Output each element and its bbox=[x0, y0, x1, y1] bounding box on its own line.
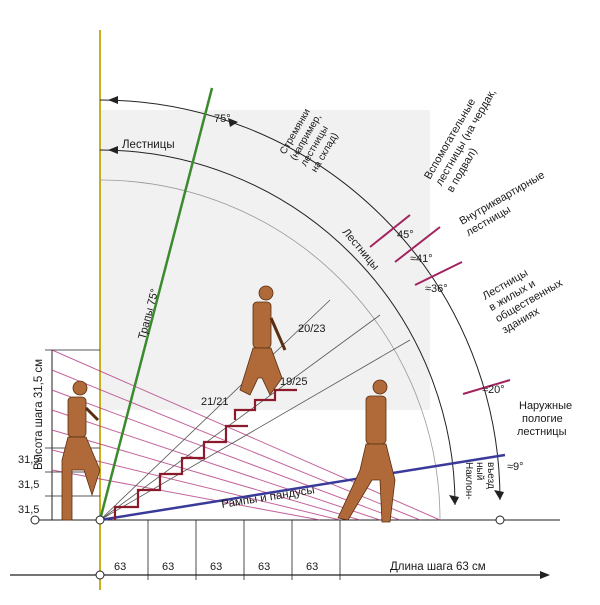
x-tick-label: 63 bbox=[114, 561, 126, 573]
ramps-label: Рампы и пандусы bbox=[221, 484, 316, 511]
arc-arrow-icon bbox=[449, 495, 459, 505]
svg-text:лестницы: лестницы bbox=[517, 426, 567, 438]
svg-text:ный: ный bbox=[474, 462, 485, 480]
ratio-19-25-label: 19/25 bbox=[280, 376, 308, 388]
outdoor-label: Наружные пологие лестницы bbox=[517, 400, 572, 438]
stairs-19-25 bbox=[233, 388, 297, 420]
residential-label: Лестницы в жилых и общественных зданиях bbox=[481, 267, 566, 336]
intra-label: Внутриквартирные лестницы bbox=[458, 169, 547, 239]
person-figure-left bbox=[61, 380, 101, 521]
inclined-label: Наклон- ный въезд bbox=[463, 462, 496, 500]
x-axis-label: Длина шага 63 см bbox=[390, 561, 486, 573]
angle-36-label: ≈36° bbox=[425, 283, 448, 295]
auxiliary-label: Вспомогательные лестницы (на чердак, в п… bbox=[422, 87, 498, 194]
ratio-21-21-label: 21/21 bbox=[201, 396, 229, 408]
angle-9-label: ≈9° bbox=[507, 461, 524, 473]
x-tick-label: 63 bbox=[306, 561, 318, 573]
x-tick-label: 63 bbox=[162, 561, 174, 573]
x-axis-arrow-icon bbox=[540, 571, 550, 579]
x-dividers bbox=[147, 520, 341, 580]
stairs-21-21 bbox=[113, 424, 248, 520]
inner-arc bbox=[99, 149, 456, 506]
y-tick-label: 31,5 bbox=[18, 454, 39, 466]
origin-marker bbox=[95, 570, 105, 580]
ladders-label: Лестницы bbox=[122, 139, 175, 151]
outer-arc bbox=[99, 99, 501, 501]
y-tick-label: 31,5 bbox=[18, 504, 39, 516]
arc-arrow-icon bbox=[108, 146, 118, 154]
svg-text:пологие: пологие bbox=[522, 413, 563, 425]
svg-text:Наклон-: Наклон- bbox=[463, 462, 474, 500]
origin-marker bbox=[30, 515, 40, 525]
origin-marker bbox=[95, 515, 105, 525]
x-tick-label: 63 bbox=[258, 561, 270, 573]
angle-20-label: ≈20° bbox=[482, 384, 505, 396]
y-axis-label: Высота шага 31,5 см bbox=[33, 359, 45, 470]
origin-marker bbox=[495, 515, 505, 525]
faint-arc bbox=[99, 179, 441, 521]
person-figure-middle bbox=[239, 285, 287, 396]
x-tick-label: 63 bbox=[210, 561, 222, 573]
angle-75-label: 75° bbox=[214, 113, 231, 125]
angle-41-label: ≈41° bbox=[410, 253, 433, 265]
y-tick-label: 31,5 bbox=[18, 479, 39, 491]
person-figure-right bbox=[337, 379, 396, 523]
angle-ticks bbox=[369, 214, 511, 395]
angle-45-label: 45° bbox=[397, 229, 414, 241]
arc-arrow-icon bbox=[108, 96, 118, 104]
trap-line-75 bbox=[98, 87, 214, 521]
svg-text:Наружные: Наружные bbox=[519, 400, 572, 412]
ramp-line bbox=[99, 453, 506, 522]
arc-arrow-icon bbox=[228, 118, 238, 127]
svg-text:въезд: въезд bbox=[485, 462, 496, 489]
arc-arrow-icon bbox=[494, 490, 504, 500]
ratio-20-23-label: 20/23 bbox=[298, 323, 326, 335]
